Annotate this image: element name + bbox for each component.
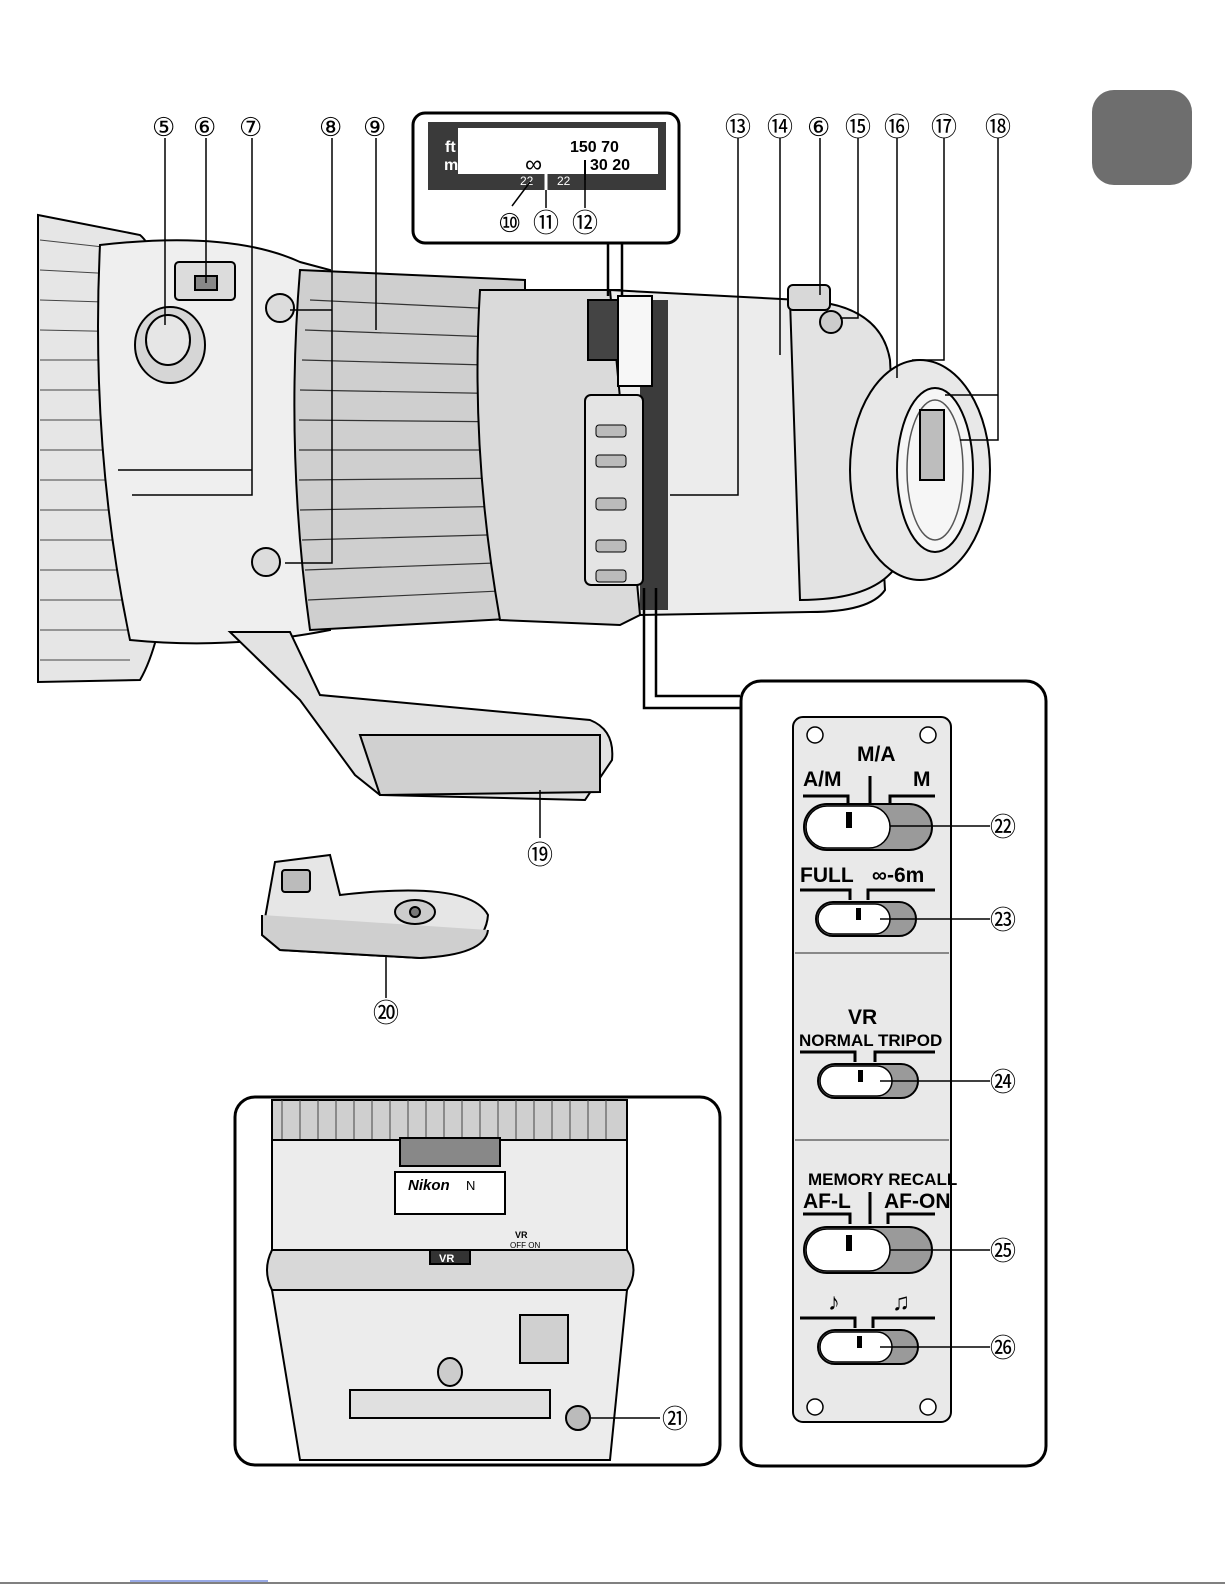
callout-8: ⑧ [319,112,342,142]
mount-view-inset: Nikon N VR VR OFF ON [235,1097,720,1465]
n-badge: N [466,1178,475,1193]
section-tab [1092,90,1192,185]
callout-9: ⑨ [363,112,386,142]
scale-ft-values: 150 70 [570,139,619,156]
scale-m-values: 30 20 [590,157,630,174]
vr-badge: VR [439,1253,454,1265]
distance-scale-inset: ft m 150 70 30 20 ∞ 22 22 [413,113,679,296]
vr-title: VR [848,1006,877,1029]
nikon-brand: Nikon [408,1177,450,1194]
callout-7: ⑦ [239,112,262,142]
vr-ring-label: VR [515,1230,528,1240]
callout-18: ⑱ [985,112,1011,142]
callout-25: ㉕ [990,1236,1016,1266]
callout-6a: ⑥ [193,112,216,142]
scale-unit-m: m [444,157,458,174]
sound-on-icon: ♪ [828,1289,840,1316]
focus-mode-left-label: A/M [803,768,842,791]
scale-unit-ft: ft [445,139,456,156]
callout-5: ⑤ [152,112,175,142]
callout-6b: ⑥ [807,112,830,142]
callout-23: ㉓ [990,905,1016,935]
focus-limit-right-label: ∞-6m [872,864,924,887]
memory-right-label: AF-ON [884,1190,951,1213]
focus-limit-left-label: FULL [800,864,854,887]
focus-mode-right-label: M [913,768,931,791]
vr-ring-sub: OFF ON [510,1241,540,1250]
callout-11: ⑪ [533,208,559,238]
memory-left-label: AF-L [803,1190,851,1213]
callout-19: ⑲ [527,840,553,870]
callout-22: ㉒ [990,812,1016,842]
callout-21: ㉑ [662,1404,688,1434]
callout-10: ⑩ [498,208,521,238]
callout-12: ⑫ [572,208,598,238]
sound-off-icon: ♫ [892,1289,910,1316]
callout-20: ⑳ [373,998,399,1028]
tripod-foot [262,855,488,958]
memory-recall-title: MEMORY RECALL [808,1170,957,1189]
vr-left-label: NORMAL [799,1031,874,1050]
callout-26: ㉖ [990,1333,1016,1363]
callout-14: ⑭ [767,112,793,142]
callout-24: ㉔ [990,1067,1016,1097]
focus-mode-center-label: M/A [857,743,896,766]
callout-15: ⑮ [845,112,871,142]
dof-mark-right: 22 [557,174,571,188]
callout-13: ⑬ [725,112,751,142]
lens-main-illustration [38,215,990,800]
callout-17: ⑰ [931,112,957,142]
vr-right-label: TRIPOD [878,1031,942,1050]
callout-16: ⑯ [884,112,910,142]
